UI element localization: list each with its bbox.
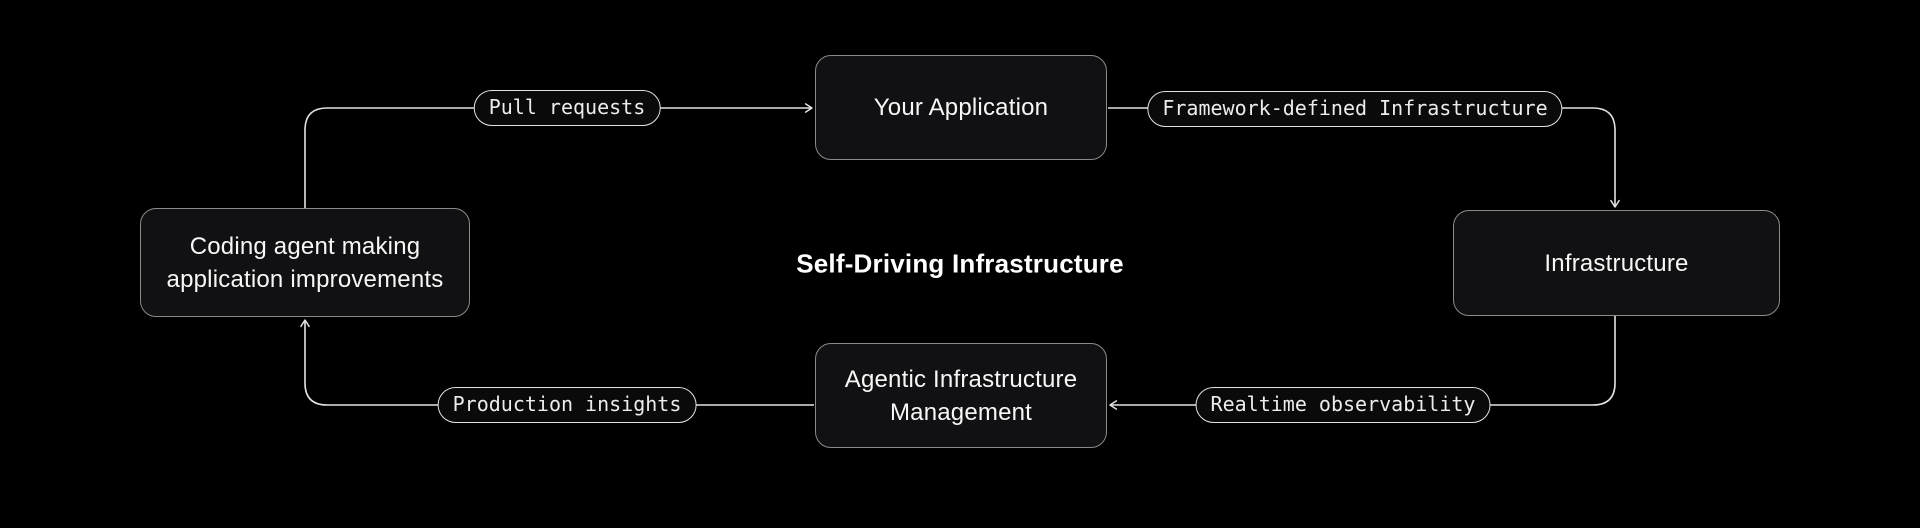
edge-label-framework-defined-infrastructure: Framework-defined Infrastructure bbox=[1147, 91, 1563, 127]
edge-line-production-insights bbox=[300, 319, 814, 406]
edge-line-realtime-observability bbox=[1109, 316, 1616, 410]
edge-line-pull-requests bbox=[304, 103, 813, 208]
edge-line-framework-defined-infrastructure bbox=[1108, 107, 1620, 208]
node-agentic-infrastructure-management: Agentic Infrastructure Management bbox=[815, 343, 1107, 448]
edge-label-production-insights: Production insights bbox=[437, 387, 697, 423]
node-infrastructure-label: Infrastructure bbox=[1544, 249, 1689, 277]
node-your-application-label: Your Application bbox=[873, 94, 1049, 121]
edge-label-pull-requests: Pull requests bbox=[473, 90, 661, 126]
node-your-application: Your Application bbox=[815, 55, 1107, 160]
edge-label-realtime-observability: Realtime observability bbox=[1195, 387, 1491, 423]
node-infrastructure: Infrastructure bbox=[1453, 210, 1780, 316]
node-coding-agent: Coding agent making application improvem… bbox=[140, 208, 470, 317]
node-coding-agent-label: Coding agent making application improvem… bbox=[166, 232, 444, 293]
node-agentic-infrastructure-management-label: Agentic Infrastructure Management bbox=[844, 365, 1078, 426]
diagram-title: Self-Driving Infrastructure bbox=[796, 248, 1124, 279]
